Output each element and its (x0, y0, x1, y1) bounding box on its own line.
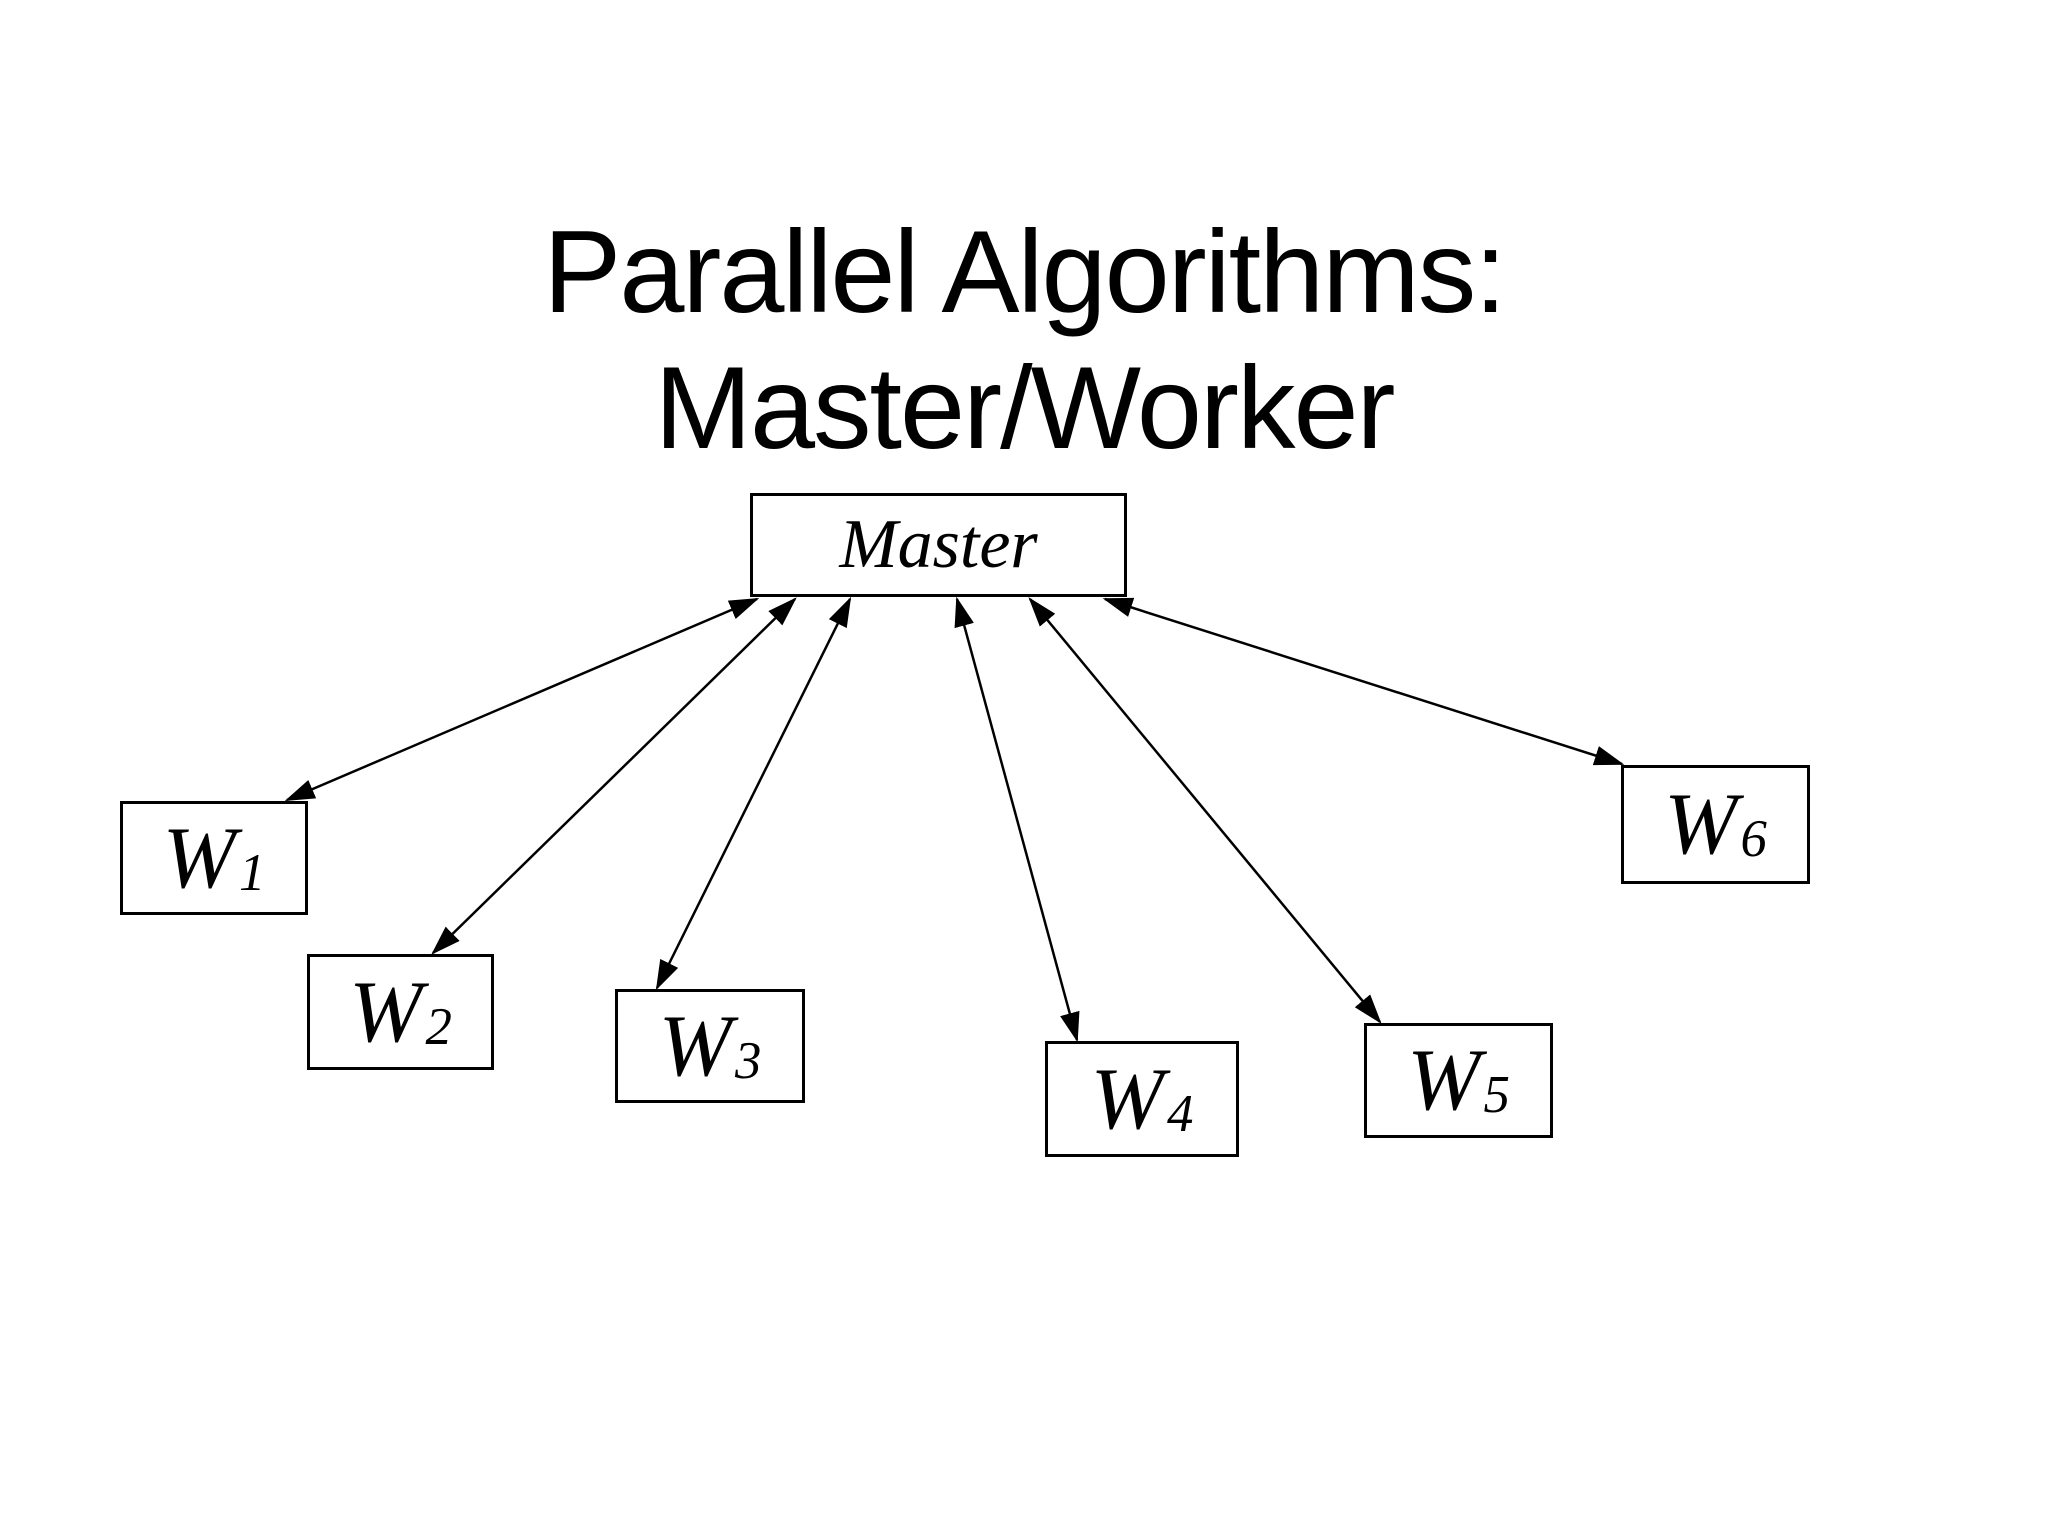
node-w5-label: W (1407, 1032, 1481, 1129)
node-w1-subscript: 1 (239, 843, 266, 902)
slide-title: Parallel Algorithms: Master/Worker (0, 204, 2048, 476)
node-master-label: Master (839, 506, 1038, 583)
node-w4-label: W (1090, 1050, 1164, 1148)
slide-title-line-1: Parallel Algorithms: (543, 206, 1506, 338)
node-w6-subscript: 6 (1740, 810, 1767, 869)
slide-title-line-2: Master/Worker (654, 342, 1396, 474)
node-w3-subscript: 3 (735, 1031, 762, 1090)
node-w3-label: W (658, 997, 732, 1095)
edge-master-w4 (954, 596, 1080, 1043)
node-w2-subscript: 2 (425, 997, 452, 1056)
edge-master-w2 (431, 597, 797, 955)
edge-master-w1 (284, 597, 760, 802)
node-w6-label: W (1664, 776, 1738, 873)
node-w4-subscript: 4 (1167, 1084, 1194, 1143)
node-w5-subscript: 5 (1483, 1066, 1510, 1125)
edge-master-w6 (1102, 597, 1625, 766)
node-master-box: Master (750, 493, 1127, 597)
edge-master-w3 (655, 596, 852, 991)
edge-master-w5 (1028, 597, 1382, 1024)
node-w1-label: W (162, 809, 236, 907)
node-w2-label: W (349, 963, 423, 1061)
